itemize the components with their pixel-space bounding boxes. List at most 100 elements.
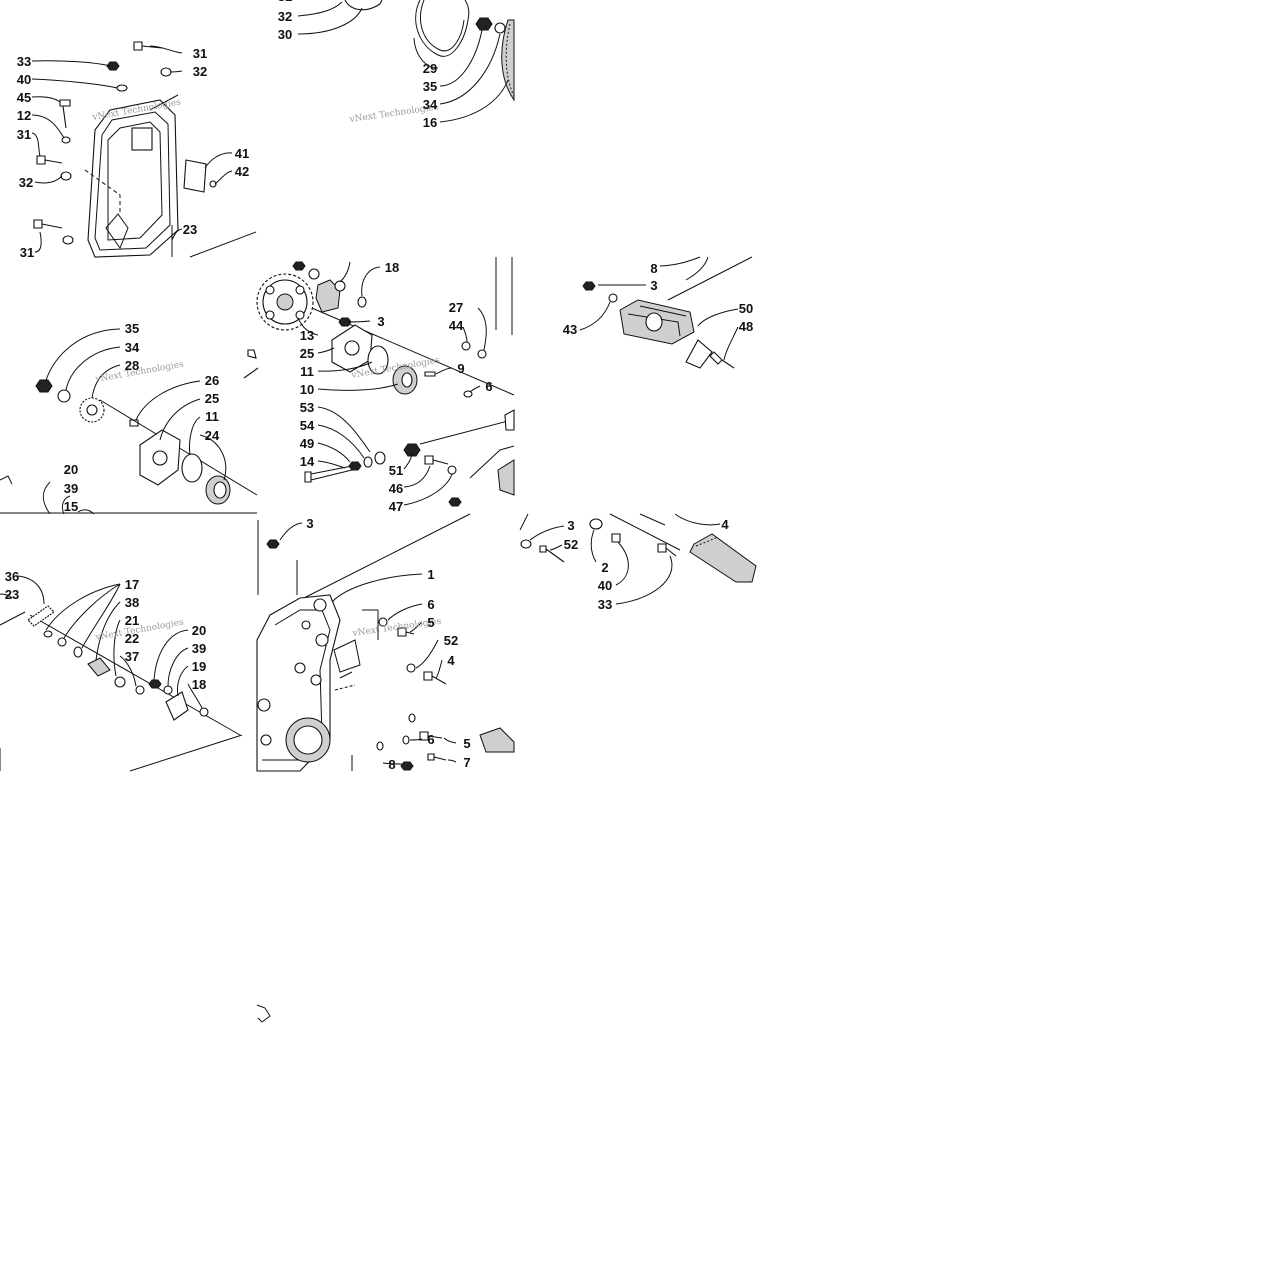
nut-top	[292, 261, 306, 271]
callout-32: 32	[278, 9, 292, 24]
snap-ring-11-b	[367, 345, 389, 375]
callout-39: 39	[192, 641, 206, 656]
callout-4: 4	[721, 517, 729, 532]
callout-22: 22	[125, 631, 139, 646]
bolt-5-b	[419, 731, 443, 741]
callout-48: 48	[739, 319, 753, 334]
callout-44: 44	[449, 318, 464, 333]
callout-34: 34	[423, 97, 438, 112]
callout-12: 12	[17, 108, 31, 123]
bolt-7	[427, 753, 447, 761]
washer-21	[73, 646, 83, 658]
callout-3: 3	[306, 516, 313, 531]
bolt-31-low	[33, 219, 63, 229]
chain-loop	[415, 0, 470, 57]
washer-43	[608, 293, 618, 303]
washer-34-b	[57, 389, 71, 403]
washer-6-a	[378, 617, 388, 627]
bolt-31-mid	[36, 155, 63, 165]
driveshaft	[689, 533, 757, 583]
tensioner-block	[315, 279, 341, 313]
washer-47	[447, 465, 457, 475]
callout-39: 39	[64, 481, 78, 496]
callout-11: 11	[205, 409, 219, 424]
washer-38	[57, 637, 67, 647]
callout-31: 31	[278, 0, 292, 4]
bolt-4-b	[657, 543, 677, 557]
callout-6: 6	[485, 379, 492, 394]
callout-41: 41	[235, 146, 249, 161]
callout-2: 2	[601, 560, 608, 575]
callout-18: 18	[192, 677, 206, 692]
tile-2-chain-sprocket	[297, 0, 515, 123]
callout-31: 31	[17, 127, 31, 142]
callout-25: 25	[300, 346, 314, 361]
callout-33: 33	[598, 597, 612, 612]
washer-34	[494, 22, 506, 34]
callout-10: 10	[300, 382, 314, 397]
washer-44	[477, 349, 487, 359]
tile-3-gear-bearing	[0, 328, 258, 515]
bolt-4	[423, 671, 447, 685]
washer-40-b	[589, 518, 603, 530]
callout-3: 3	[377, 314, 384, 329]
snap-ring-11	[181, 453, 203, 483]
washer-52-b	[520, 539, 532, 549]
washer-6-b	[402, 735, 410, 745]
bolt-9	[424, 371, 436, 377]
callout-38: 38	[125, 595, 139, 610]
plate-41	[183, 159, 207, 193]
callout-7: 7	[463, 755, 470, 770]
bolt-31-top	[133, 41, 163, 51]
bolt-5-a	[397, 627, 415, 637]
tile-7-gearcase-housing	[256, 513, 515, 772]
callout-5: 5	[427, 615, 434, 630]
bushing-18	[357, 296, 367, 308]
callout-40: 40	[598, 578, 612, 593]
spring-36	[27, 605, 55, 627]
callout-4: 4	[447, 653, 455, 668]
callout-32: 32	[193, 64, 207, 79]
nut-49	[348, 461, 362, 471]
washer-40	[116, 84, 128, 92]
bracket-48	[685, 339, 713, 369]
callout-6: 6	[427, 732, 434, 747]
callout-labels: 3340451231323132414223313132302935341635…	[5, 0, 753, 772]
callout-43: 43	[563, 322, 577, 337]
callout-13: 13	[300, 328, 314, 343]
washer-54	[363, 456, 373, 468]
callout-17: 17	[125, 577, 139, 592]
callout-26: 26	[205, 373, 219, 388]
cover-window	[131, 127, 153, 151]
watermark-text: vNext Technologies	[94, 618, 185, 644]
screw-48	[709, 351, 735, 369]
callout-3: 3	[650, 278, 657, 293]
bolt-2	[539, 545, 565, 563]
nut-51	[403, 443, 421, 457]
callout-27: 27	[449, 300, 463, 315]
callout-52: 52	[444, 633, 458, 648]
sensor-45	[59, 99, 71, 129]
washer-18	[199, 707, 209, 717]
callout-50: 50	[739, 301, 753, 316]
bolt-46	[424, 455, 449, 465]
sprocket-edge	[344, 0, 383, 11]
callout-8: 8	[650, 261, 657, 276]
callout-52: 52	[564, 537, 578, 552]
nut-3-b	[582, 281, 596, 291]
callout-28: 28	[125, 358, 139, 373]
watermark-text: vNext Technologies	[94, 360, 185, 386]
callout-49: 49	[300, 436, 314, 451]
oring-12	[61, 136, 71, 144]
callout-15: 15	[64, 499, 78, 514]
callout-20: 20	[192, 623, 206, 638]
arm-19	[165, 691, 189, 721]
callout-8: 8	[388, 757, 395, 772]
tile-4-driven-gear-assembly	[243, 257, 515, 507]
shaft-end	[479, 727, 515, 753]
callout-3: 3	[567, 518, 574, 533]
callout-36: 36	[5, 569, 19, 584]
callout-47: 47	[389, 499, 403, 514]
callout-42: 42	[235, 164, 249, 179]
